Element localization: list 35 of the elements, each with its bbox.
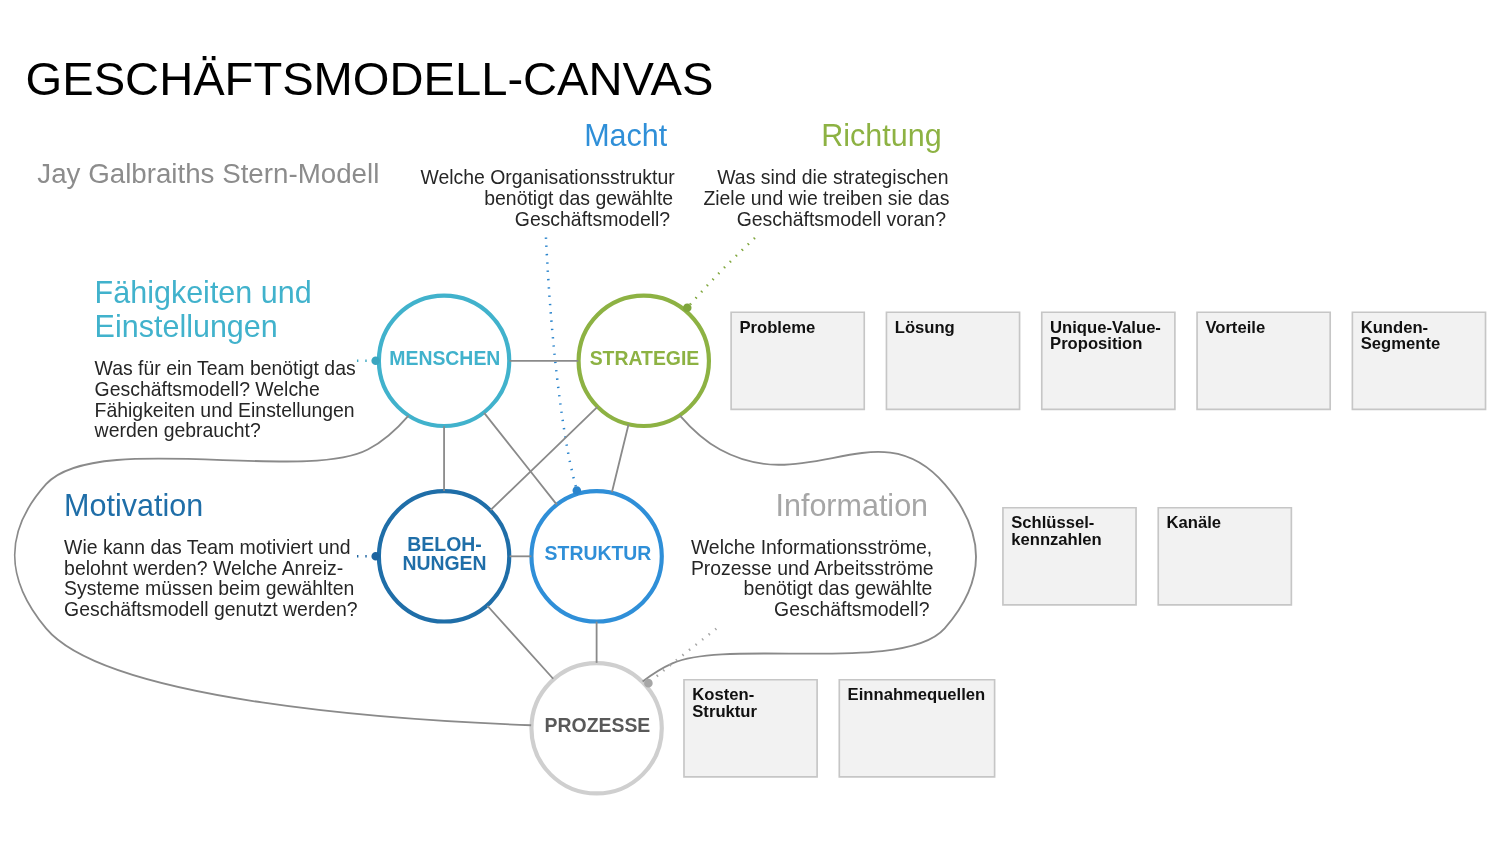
label: Jay Galbraiths Stern-Modell [37,157,380,189]
node-box: Unique-Value- Proposition [1040,310,1176,410]
connector [489,405,599,511]
node-circle: STRUKTUR [529,488,664,624]
node-box: Kunden- Segmente [1351,310,1487,410]
node-text: Motivation Wie kann das Team motiviert und belohnt werden? Welche Anreiz- Systeme müssen beim gewählten Geschäftsmodell genutzt werden? [64,487,358,620]
node-circle: BELOH- NUNGEN [376,488,512,624]
connector [357,551,380,561]
node-text: Information Welche Informationsströme, Prozesse und Arbeitsströme benötigt das gewählte Geschäftsmodell? [690,487,934,620]
node-text: Richtung Was sind die strategischen Ziele und wie treiben sie das Geschäftsmodell voran? [703,117,950,230]
connector [508,554,533,557]
node-circle: PROZESSE [529,660,664,796]
connector [13,414,533,726]
connector [443,424,445,492]
connector [641,414,978,682]
connector [644,627,718,687]
connector [544,236,582,495]
connector [682,236,756,312]
connector [486,604,555,680]
node-box: Schlüssel- kennzahlen [1002,506,1137,606]
connector [611,422,630,493]
node-circle: MENSCHEN [376,293,512,428]
node-box: Kanäle [1157,506,1293,606]
node-box: Einnahmequellen [838,678,996,778]
connector [508,359,580,362]
node-box: Lösung [885,310,1021,410]
node-box: Vorteile [1196,310,1332,410]
node-text: Fähigkeiten und Einstellungen Was für ein Team benötigt das Geschäftsmodell? Welche Fähigkeiten und Einstellungen werden gebraucht? [94,274,356,441]
connector [595,620,598,664]
node-box: Kosten- Struktur [683,678,818,778]
node-text: Macht Welche Organisationsstruktur benötigt das gewählte Geschäftsmodell? [420,117,675,230]
connector [483,411,558,505]
node-box: Probleme [730,310,866,410]
node-circle: STRATEGIE [576,293,712,428]
diagram-title: GESCHÄFTSMODELL-CANVAS [25,51,714,105]
